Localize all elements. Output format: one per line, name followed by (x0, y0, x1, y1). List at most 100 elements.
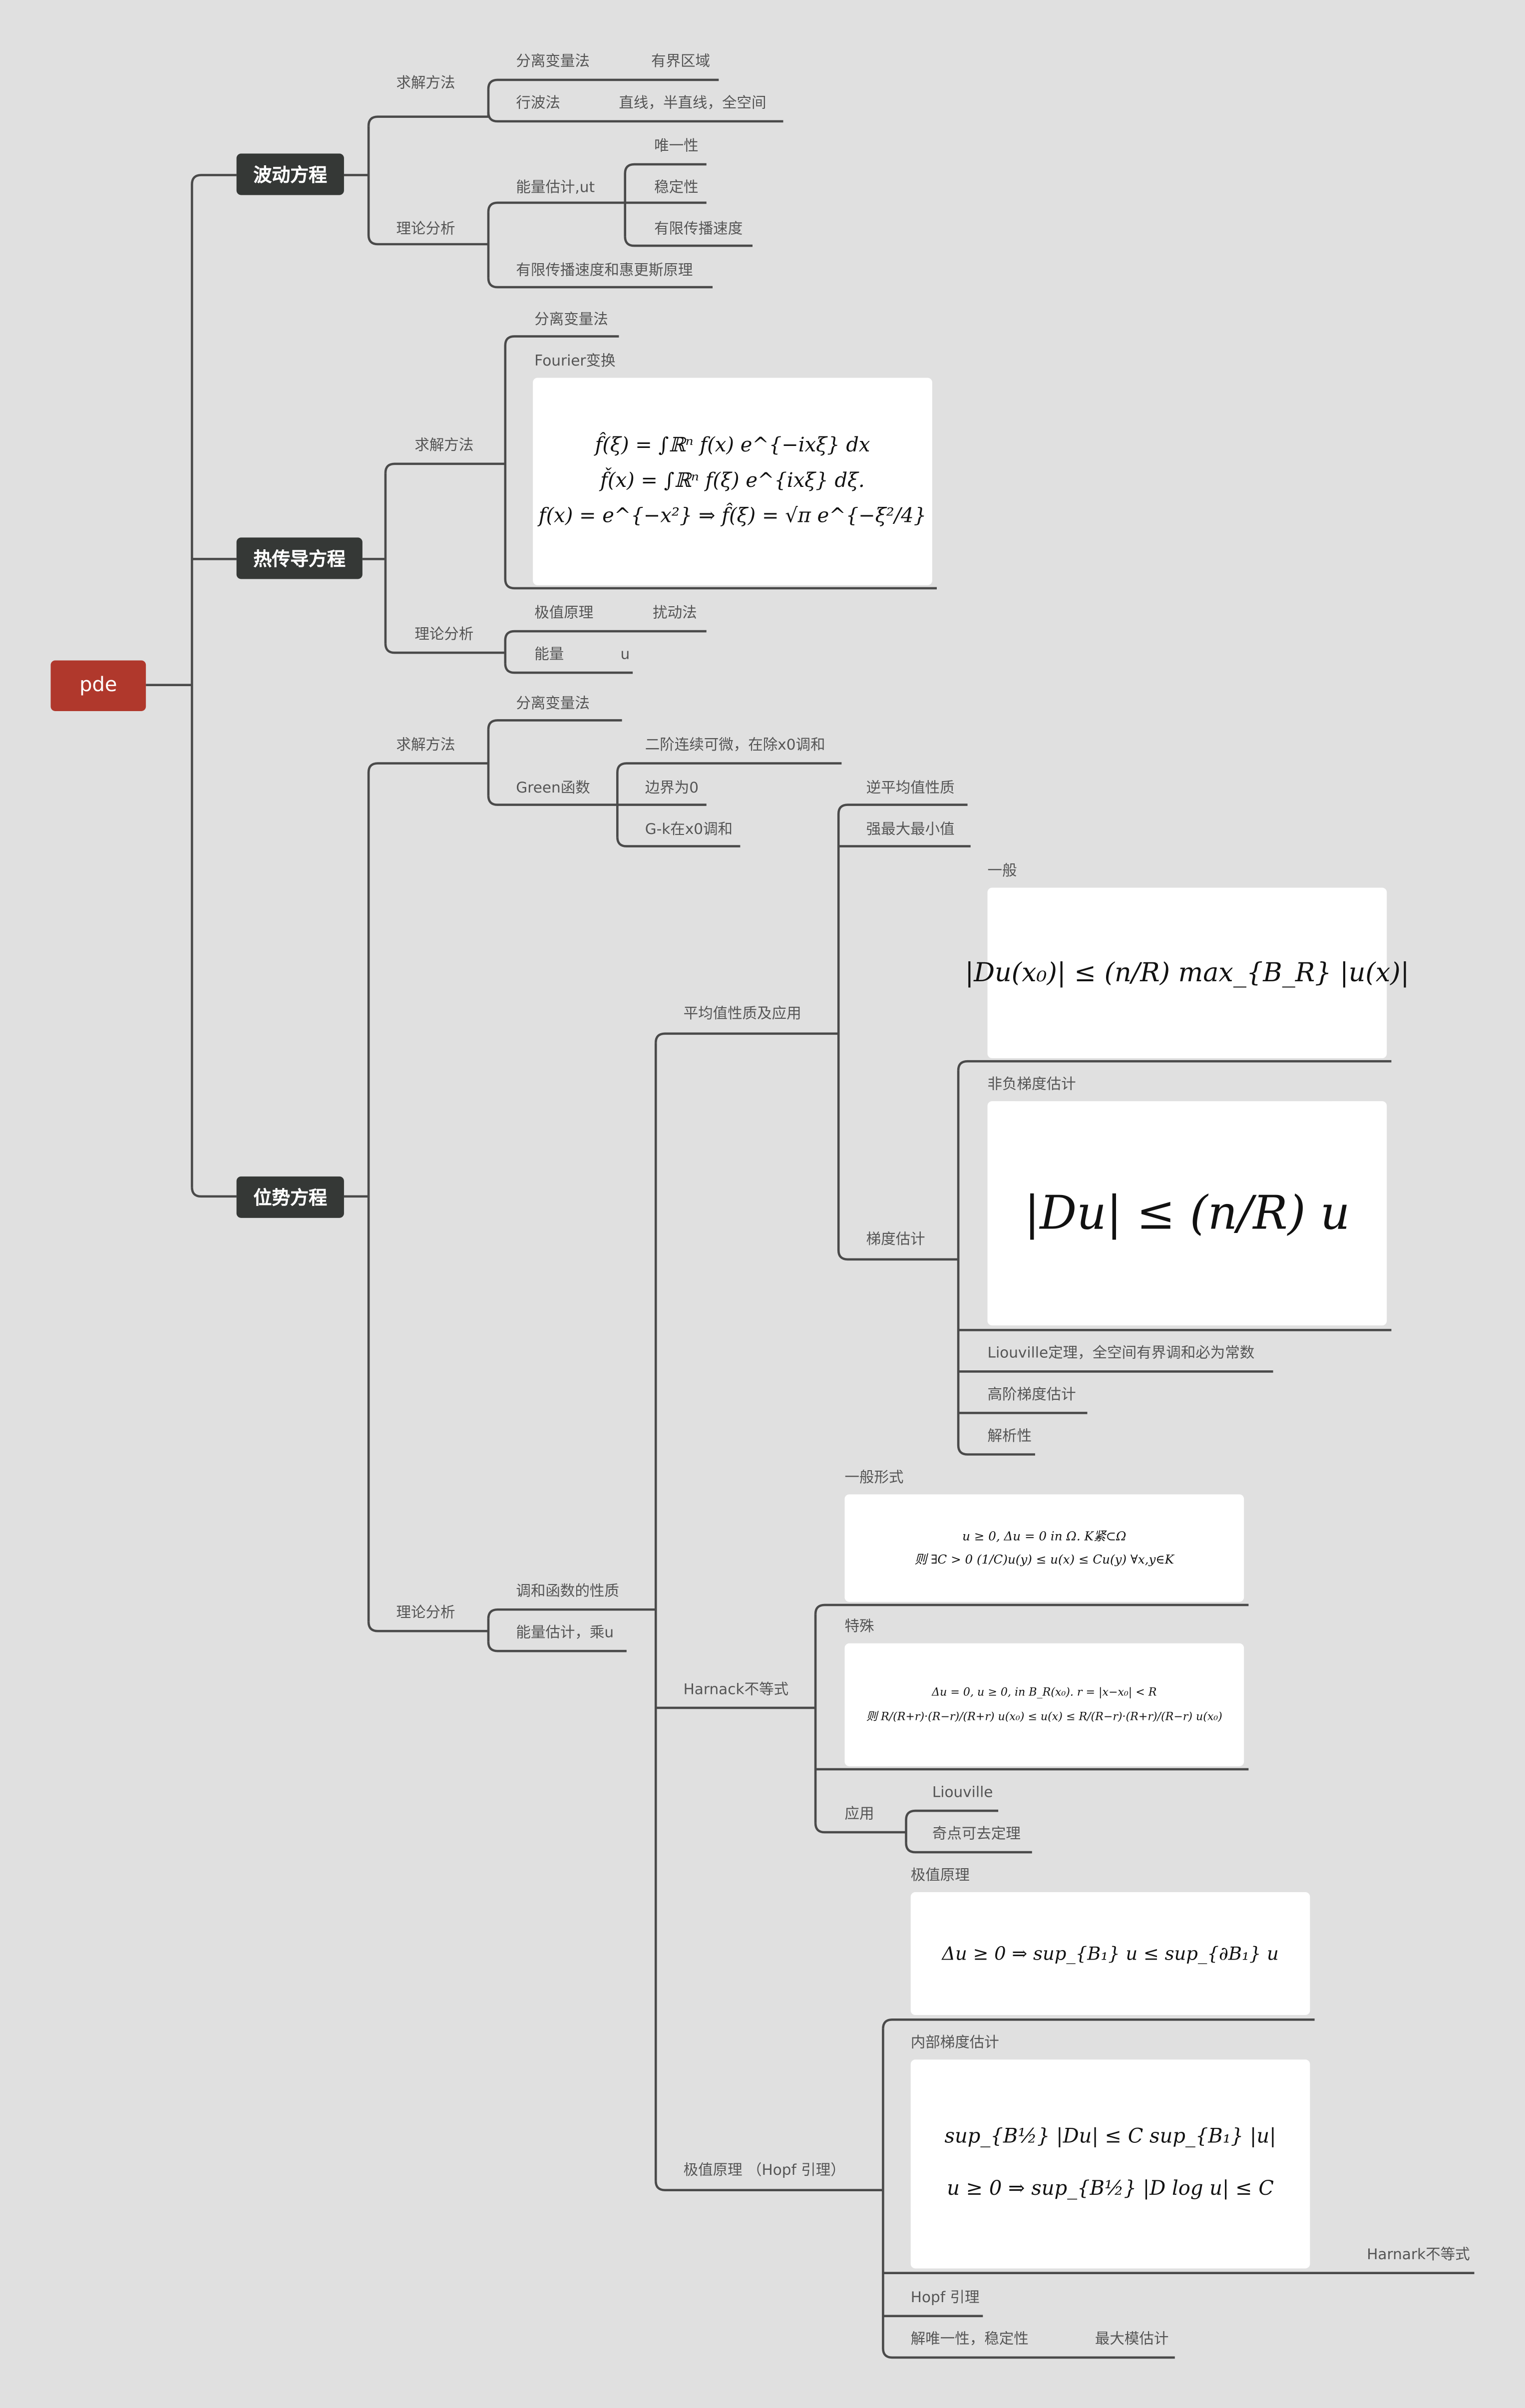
node-inverse-mean-value[interactable]: 逆平均值性质 (866, 780, 955, 798)
node-potential-separation[interactable]: 分离变量法 (516, 696, 590, 713)
node-underline (957, 1445, 1035, 1456)
node-underline (487, 112, 783, 123)
node-wave-huygens[interactable]: 有限传播速度和惠更斯原理 (516, 262, 693, 280)
formula-line: u ≥ 0 ⇒ sup_{B½} |D log u| ≤ C (947, 2178, 1274, 2201)
node-underline (367, 1621, 489, 1632)
node-green-c2[interactable]: 二阶连续可微，在除x0调和 (645, 737, 825, 755)
node-underline (504, 630, 707, 641)
node-maximum-principle[interactable]: 极值原理 (910, 1867, 970, 1885)
node-wave-energy[interactable]: 能量估计,ut (516, 179, 595, 197)
node-underline (905, 1809, 999, 1820)
formula-line: |Du(x₀)| ≤ (n/R) max_{B_R} |u(x)| (965, 957, 1410, 989)
node-underline (487, 719, 622, 730)
node-heat-separation[interactable]: 分离变量法 (534, 312, 608, 329)
node-underline (487, 201, 625, 212)
node-underline (487, 1641, 627, 1652)
node-nonneg-gradient[interactable]: 非负梯度估计 (987, 1076, 1076, 1094)
node-strong-max[interactable]: 强最大最小值 (866, 821, 955, 839)
formula-line: f̂(ξ) = ∫ℝⁿ f(x) e^{−ixξ} dx (595, 434, 870, 458)
node-underline (814, 1823, 906, 1834)
node-potential-theory[interactable]: 理论分析 (396, 1605, 455, 1622)
node-wave-uniqueness[interactable]: 唯一性 (654, 138, 699, 155)
node-underline (837, 1250, 959, 1261)
node-removable-singularity[interactable]: 奇点可去定理 (932, 1826, 1021, 1843)
node-harnack-special[interactable]: 特殊 (844, 1618, 874, 1636)
node-green-boundary[interactable]: 边界为0 (645, 780, 699, 798)
node-underline (882, 2018, 1315, 2029)
node-green-function[interactable]: Green函数 (516, 780, 590, 798)
formula-line: sup_{B½} |Du| ≤ C sup_{B₁} |u| (944, 2125, 1276, 2149)
node-max-modulus[interactable]: 最大模估计 (1095, 2331, 1169, 2349)
node-interior-gradient[interactable]: 内部梯度估计 (910, 2035, 999, 2052)
node-underline (191, 1187, 237, 1198)
formula-line: |Du| ≤ (n/R) u (1024, 1186, 1350, 1240)
node-underline (487, 795, 618, 806)
node-higher-gradient[interactable]: 高阶梯度估计 (987, 1387, 1076, 1404)
node-heat-energy-u[interactable]: u (620, 646, 630, 664)
node-maximum-principle-hopf[interactable]: 极值原理 （Hopf 引理） (683, 2162, 845, 2180)
formula-line: Δu = 0, u ≥ 0, in B_R(x₀). r = |x−x₀| < … (932, 1684, 1157, 1699)
node-potential-energy[interactable]: 能量估计，乘u (516, 1624, 614, 1642)
topic-potential-equation[interactable]: 位势方程 (236, 1176, 344, 1218)
node-potential-solve[interactable]: 求解方法 (396, 737, 455, 755)
node-underline (384, 462, 505, 473)
formula-line: f(x) = e^{−x²} ⇒ f̂(ξ) = √π e^{−ξ²/4} (538, 505, 927, 528)
topic-label: 位势方程 (253, 1187, 328, 1209)
node-gradient-estimate[interactable]: 梯度估计 (866, 1231, 925, 1249)
node-underline (905, 1843, 1032, 1854)
nonneg-gradient-formula-image: |Du| ≤ (n/R) u (987, 1101, 1387, 1326)
node-wave-traveling-domain[interactable]: 直线，半直线，全空间 (619, 95, 766, 112)
node-underline (837, 803, 968, 814)
node-wave-separation[interactable]: 分离变量法 (516, 53, 590, 71)
node-harmonic-properties[interactable]: 调和函数的性质 (516, 1583, 619, 1601)
node-underline (616, 837, 741, 847)
node-harnack-application[interactable]: 应用 (844, 1806, 874, 1823)
node-green-gk[interactable]: G-k在x0调和 (645, 821, 733, 839)
node-wave-theory[interactable]: 理论分析 (396, 221, 455, 238)
node-wave-traveling[interactable]: 行波法 (516, 95, 560, 112)
node-wave-separation-domain[interactable]: 有界区域 (651, 53, 711, 71)
node-underline (384, 643, 505, 654)
node-underline (487, 1608, 656, 1619)
node-underline (367, 762, 489, 773)
node-heat-theory[interactable]: 理论分析 (414, 626, 474, 644)
node-underline (191, 174, 237, 185)
node-heat-max-principle[interactable]: 极值原理 (534, 605, 594, 622)
formula-line: 则 ∃C > 0 (1/C)u(y) ≤ u(x) ≤ Cu(y) ∀x,y∈K (914, 1553, 1174, 1567)
node-hopf-lemma[interactable]: Hopf 引理 (910, 2290, 980, 2307)
node-interior-harnack[interactable]: Harnark不等式 (1367, 2247, 1470, 2264)
fourier-formula-image: f̂(ξ) = ∫ℝⁿ f(x) e^{−ixξ} dx f̌(x) = ∫ℝⁿ… (533, 378, 932, 585)
topic-label: 波动方程 (253, 164, 328, 186)
node-analyticity[interactable]: 解析性 (987, 1428, 1032, 1446)
maximum-principle-formula-image: Δu ≥ 0 ⇒ sup_{B₁} u ≤ sup_{∂B₁} u (910, 1892, 1310, 2015)
node-liouville-theorem[interactable]: Liouville定理，全空间有界调和必为常数 (987, 1345, 1255, 1362)
node-underline (654, 1032, 839, 1043)
topic-heat-equation[interactable]: 热传导方程 (236, 537, 363, 579)
node-harnack[interactable]: Harnack不等式 (683, 1681, 789, 1699)
harnack-special-formula-image: Δu = 0, u ≥ 0, in B_R(x₀). r = |x−x₀| < … (844, 1643, 1244, 1766)
node-underline (957, 1060, 1392, 1071)
topic-wave-equation[interactable]: 波动方程 (236, 153, 344, 195)
formula-line: 则 R/(R+r)·(R−r)/(R+r) u(x₀) ≤ u(x) ≤ R/(… (866, 1709, 1222, 1723)
node-harnack-general[interactable]: 一般形式 (844, 1470, 904, 1487)
node-wave-solve[interactable]: 求解方法 (396, 75, 455, 92)
formula-line: u ≥ 0, Δu = 0 in Ω. K紧⊂Ω (962, 1530, 1127, 1544)
node-heat-solve[interactable]: 求解方法 (414, 437, 474, 455)
node-heat-perturbation[interactable]: 扰动法 (653, 605, 697, 622)
node-wave-stability[interactable]: 稳定性 (654, 179, 699, 197)
node-underline (616, 762, 842, 773)
node-underline (814, 1604, 1249, 1614)
node-gradient-general[interactable]: 一般 (987, 863, 1017, 880)
node-uniqueness-stability[interactable]: 解唯一性，稳定性 (910, 2331, 1029, 2349)
node-application-liouville[interactable]: Liouville (932, 1784, 993, 1802)
node-mean-value[interactable]: 平均值性质及应用 (683, 1006, 801, 1023)
harnack-general-formula-image: u ≥ 0, Δu = 0 in Ω. K紧⊂Ω 则 ∃C > 0 (1/C)u… (844, 1494, 1244, 1602)
root-topic-pde[interactable]: pde (50, 660, 146, 711)
node-wave-finite-speed[interactable]: 有限传播速度 (654, 221, 743, 238)
node-heat-fourier[interactable]: Fourier变换 (534, 353, 616, 371)
interior-gradient-formula-image: sup_{B½} |Du| ≤ C sup_{B₁} |u| u ≥ 0 ⇒ s… (910, 2059, 1310, 2269)
node-heat-energy[interactable]: 能量 (534, 646, 564, 664)
node-underline (504, 579, 937, 590)
node-underline (624, 236, 753, 247)
